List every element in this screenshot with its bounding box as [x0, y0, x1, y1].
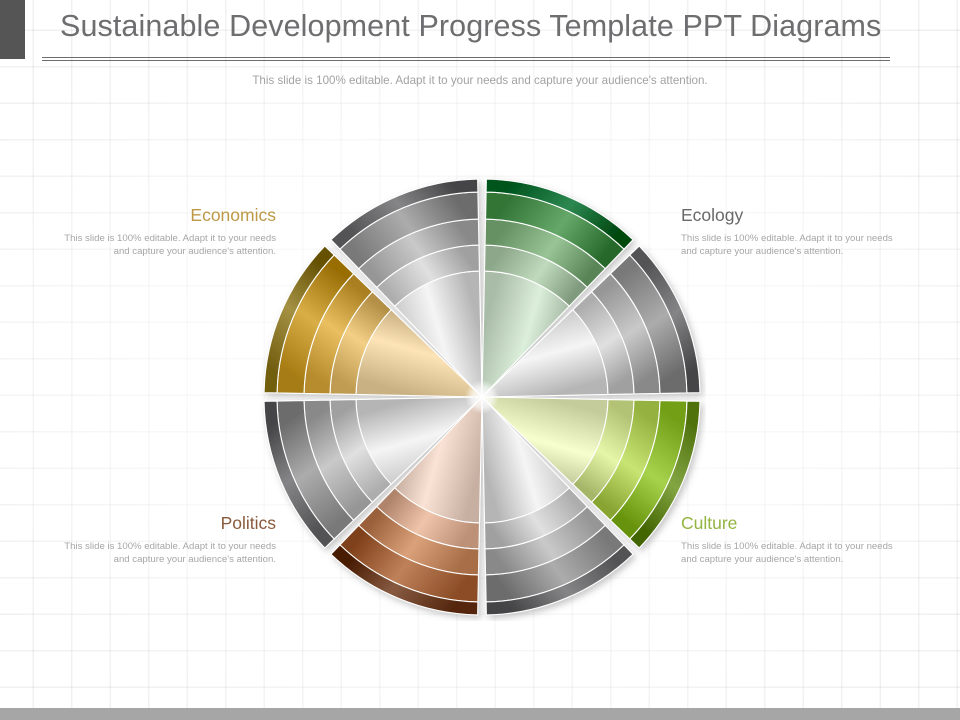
label-block-economics[interactable]: Economics This slide is 100% editable. A… — [62, 205, 276, 259]
bottom-bar — [0, 708, 960, 720]
label-block-ecology[interactable]: Ecology This slide is 100% editable. Ada… — [681, 205, 895, 259]
title-accent-block — [0, 0, 25, 59]
label-body-economics: This slide is 100% editable. Adapt it to… — [64, 233, 276, 258]
label-title-ecology: Ecology — [681, 205, 744, 225]
wheel-center-glow — [465, 380, 499, 414]
label-block-politics[interactable]: Politics This slide is 100% editable. Ad… — [62, 513, 276, 567]
label-body-politics: This slide is 100% editable. Adapt it to… — [64, 541, 276, 566]
page-title: Sustainable Development Progress Templat… — [60, 9, 882, 43]
label-title-culture: Culture — [681, 513, 738, 533]
wheel-svg — [263, 178, 701, 616]
label-body-ecology: This slide is 100% editable. Adapt it to… — [681, 233, 893, 258]
label-block-culture[interactable]: Culture This slide is 100% editable. Ada… — [681, 513, 895, 567]
label-body-culture: This slide is 100% editable. Adapt it to… — [681, 541, 893, 566]
slide-subtitle: This slide is 100% editable. Adapt it to… — [252, 74, 708, 87]
label-title-politics: Politics — [220, 513, 276, 533]
title-divider-rule — [42, 57, 890, 61]
slide-header: Sustainable Development Progress Templat… — [0, 0, 960, 70]
sustainability-wheel-diagram[interactable] — [258, 173, 706, 621]
label-title-economics: Economics — [190, 205, 276, 225]
